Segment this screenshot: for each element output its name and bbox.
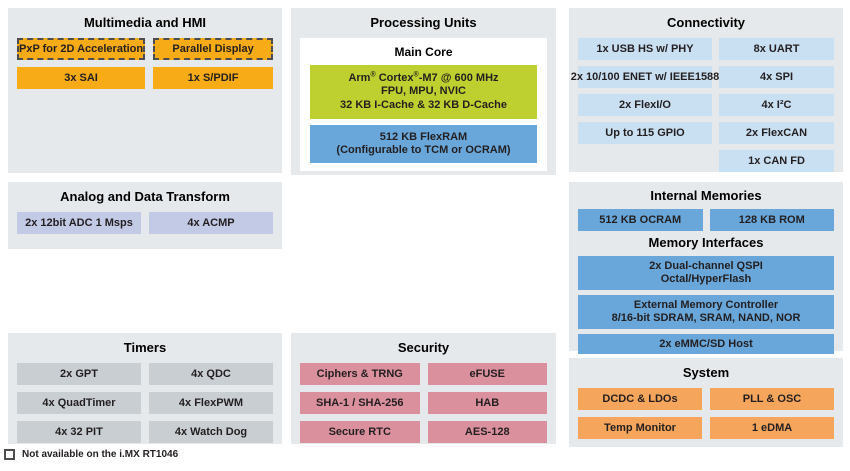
block-hab: HAB <box>427 392 547 414</box>
security-grid: Ciphers & TRNG eFUSE SHA-1 / SHA-256 HAB… <box>300 363 547 443</box>
section-system: System DCDC & LDOs PLL & OSC Temp Monito… <box>569 358 843 447</box>
section-title-analog: Analog and Data Transform <box>60 189 230 204</box>
block-rom: 128 KB ROM <box>709 209 834 231</box>
block-watchdog: 4x Watch Dog <box>149 421 273 443</box>
section-title-internal-memories: Internal Memories <box>650 188 762 203</box>
section-title-security: Security <box>397 340 450 355</box>
block-qspi: 2x Dual-channel QSPI Octal/HyperFlash <box>578 256 834 290</box>
section-title-timers: Timers <box>123 340 167 355</box>
block-flexio: 2x FlexI/O <box>578 94 712 116</box>
section-timers: Timers 2x GPT 4x QDC 4x QuadTimer 4x Fle… <box>8 333 282 444</box>
block-ocram: 512 KB OCRAM <box>578 209 703 231</box>
block-gpio: Up to 115 GPIO <box>578 122 712 144</box>
section-memories: Internal Memories 512 KB OCRAM 128 KB RO… <box>569 182 843 354</box>
block-spdif: 1x S/PDIF <box>153 67 273 89</box>
block-flexcan: 2x FlexCAN <box>719 122 834 144</box>
block-efuse: eFUSE <box>427 363 547 385</box>
block-pxp-2d-acceleration: PxP for 2D Acceleration <box>17 38 146 60</box>
block-secure-rtc: Secure RTC <box>300 421 420 443</box>
emc-line2: 8/16-bit SDRAM, SRAM, NAND, NOR <box>611 312 801 324</box>
flexram-line2: (Configurable to TCM or OCRAM) <box>336 144 511 156</box>
section-security: Security Ciphers & TRNG eFUSE SHA-1 / SH… <box>291 333 556 444</box>
block-sai: 3x SAI <box>17 67 146 89</box>
block-flexpwm: 4x FlexPWM <box>149 392 273 414</box>
timers-grid: 2x GPT 4x QDC 4x QuadTimer 4x FlexPWM 4x… <box>17 363 273 443</box>
section-title-processing-units: Processing Units <box>370 15 477 30</box>
section-title-connectivity: Connectivity <box>666 15 745 30</box>
cpu-line3: 32 KB I-Cache & 32 KB D-Cache <box>340 98 507 111</box>
section-title-memory-interfaces: Memory Interfaces <box>648 235 764 250</box>
section-title-system: System <box>682 365 730 380</box>
main-core-box: Main Core Arm® Cortex®-M7 @ 600 MHz FPU,… <box>300 38 547 171</box>
connectivity-grid: 1x USB HS w/ PHY 8x UART 2x 10/100 ENET … <box>571 38 834 172</box>
block-pit: 4x 32 PIT <box>17 421 141 443</box>
dashed-box-legend-icon <box>4 449 15 460</box>
section-title-multimedia-hmi: Multimedia and HMI <box>83 15 207 30</box>
block-can-fd: 1x CAN FD <box>719 150 834 172</box>
block-adc: 2x 12bit ADC 1 Msps <box>17 212 141 234</box>
emc-line1: External Memory Controller <box>633 299 779 311</box>
block-pll-osc: PLL & OSC <box>710 388 834 410</box>
block-emmc-sd-host: 2x eMMC/SD Host <box>578 334 834 354</box>
block-parallel-display: Parallel Display <box>153 38 273 60</box>
block-usb-hs-phy: 1x USB HS w/ PHY <box>578 38 712 60</box>
section-connectivity: Connectivity 1x USB HS w/ PHY 8x UART 2x… <box>569 8 843 172</box>
qspi-line1: 2x Dual-channel QSPI <box>649 260 763 272</box>
block-edma: 1 eDMA <box>710 417 834 439</box>
block-quadtimer: 4x QuadTimer <box>17 392 141 414</box>
block-i2c: 4x I²C <box>719 94 834 116</box>
main-core-title: Main Core <box>394 45 453 59</box>
block-qdc: 4x QDC <box>149 363 273 385</box>
section-processing-units: Processing Units Main Core Arm® Cortex®-… <box>291 8 556 175</box>
block-enet-ieee1588: 2x 10/100 ENET w/ IEEE1588 <box>571 66 719 88</box>
block-gpt: 2x GPT <box>17 363 141 385</box>
block-external-memory-controller: External Memory Controller 8/16-bit SDRA… <box>578 295 834 329</box>
block-spi: 4x SPI <box>719 66 834 88</box>
block-ciphers-trng: Ciphers & TRNG <box>300 363 420 385</box>
section-multimedia-hmi: Multimedia and HMI PxP for 2D Accelerati… <box>8 8 282 173</box>
block-uart: 8x UART <box>719 38 834 60</box>
section-analog-data-transform: Analog and Data Transform 2x 12bit ADC 1… <box>8 182 282 249</box>
legend: Not available on the i.MX RT1046 <box>4 449 178 460</box>
block-cortex-m7: Arm® Cortex®-M7 @ 600 MHz FPU, MPU, NVIC… <box>310 65 537 119</box>
block-flexram: 512 KB FlexRAM (Configurable to TCM or O… <box>310 125 537 163</box>
block-acmp: 4x ACMP <box>149 212 273 234</box>
block-aes-128: AES-128 <box>427 421 547 443</box>
flexram-line1: 512 KB FlexRAM <box>379 130 468 143</box>
block-sha: SHA-1 / SHA-256 <box>300 392 420 414</box>
legend-label: Not available on the i.MX RT1046 <box>22 449 179 460</box>
system-grid: DCDC & LDOs PLL & OSC Temp Monitor 1 eDM… <box>578 388 834 439</box>
qspi-line2: Octal/HyperFlash <box>660 273 752 285</box>
analog-grid: 2x 12bit ADC 1 Msps 4x ACMP <box>17 212 273 234</box>
block-temp-monitor: Temp Monitor <box>578 417 702 439</box>
cpu-line1: Arm® Cortex®-M7 @ 600 MHz <box>348 71 499 84</box>
block-dcdc-ldos: DCDC & LDOs <box>578 388 702 410</box>
cpu-line2: FPU, MPU, NVIC <box>381 85 466 98</box>
internal-memories-grid: 512 KB OCRAM 128 KB ROM <box>578 209 834 231</box>
multimedia-grid: PxP for 2D Acceleration Parallel Display… <box>17 38 273 89</box>
